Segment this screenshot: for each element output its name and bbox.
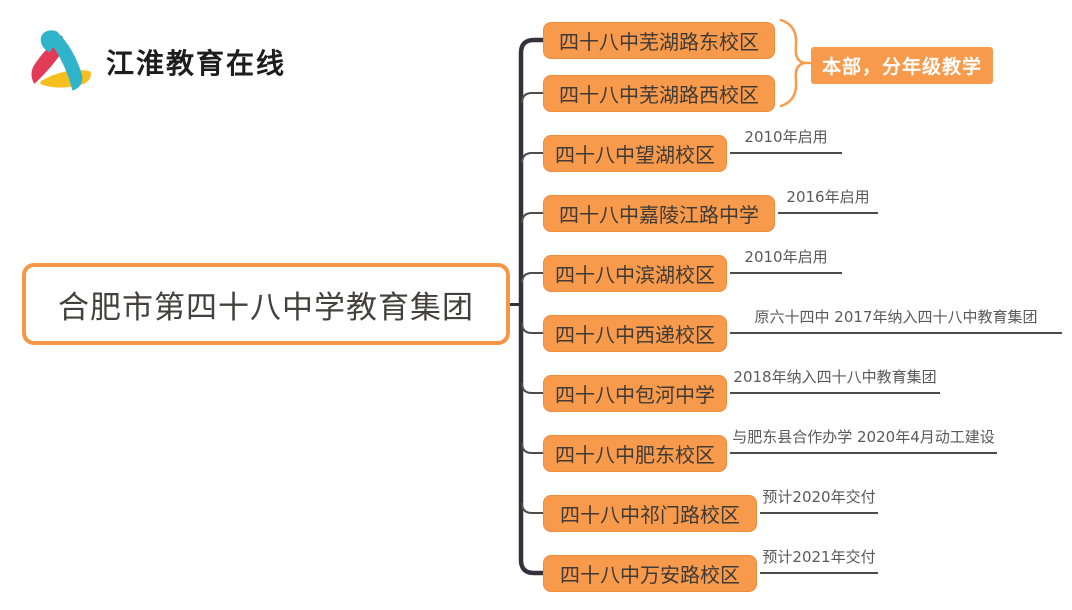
branch-line [521,442,543,454]
group-bracket [779,18,814,108]
topic-xidi: 四十八中西递校区 [543,315,727,352]
note-jialingjiang: 2016年启用 [778,186,878,214]
topic-baohe: 四十八中包河中学 [543,375,727,412]
brand-logo-icon [31,30,91,91]
branch-line [521,382,543,394]
branch-line [521,212,543,224]
note-wanghu: 2010年启用 [730,126,842,154]
note-baohe: 2018年纳入四十八中教育集团 [730,366,940,394]
topic-jialingjiang: 四十八中嘉陵江路中学 [543,195,775,232]
branch-line [521,322,543,334]
brand-name: 江淮教育在线 [106,47,287,80]
group-annotation: 本部，分年级教学 [811,47,994,84]
root-topic: 合肥市第四十八中学教育集团 [22,263,510,345]
topic-qimenlu: 四十八中祁门路校区 [543,495,757,532]
note-qimenlu: 预计2020年交付 [760,486,878,514]
branch-line [521,92,543,104]
topic-wuhu-west: 四十八中芜湖路西校区 [543,75,775,112]
note-wananlu: 预计2021年交付 [760,546,878,574]
branch-line [521,272,543,284]
topic-feidong: 四十八中肥东校区 [543,435,727,472]
topic-wuhu-east: 四十八中芜湖路东校区 [543,22,775,59]
note-feidong: 与肥东县合作办学 2020年4月动工建设 [730,426,997,454]
spine-line [518,37,546,576]
topic-wananlu: 四十八中万安路校区 [543,555,757,592]
topic-wanghu: 四十八中望湖校区 [543,135,727,172]
note-binhu: 2010年启用 [730,246,842,274]
topic-binhu: 四十八中滨湖校区 [543,255,727,292]
branch-line [521,502,543,514]
branch-line [521,152,543,164]
note-xidi: 原六十四中 2017年纳入四十八中教育集团 [730,306,1062,334]
brand-logo: 江淮教育在线 [22,24,286,100]
